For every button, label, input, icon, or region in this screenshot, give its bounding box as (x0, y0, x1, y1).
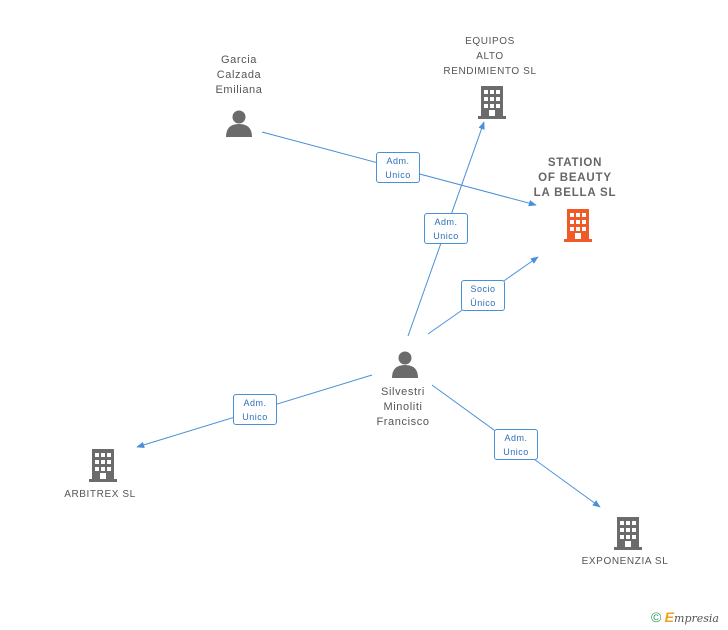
edge-badge-garcia-station[interactable]: Adm. Unico (376, 152, 420, 183)
edge-badge-silvestri-arbitrex[interactable]: Adm. Unico (233, 394, 277, 425)
copyright-symbol: © (651, 609, 662, 625)
building-icon[interactable] (87, 448, 119, 482)
building-icon[interactable] (612, 516, 644, 550)
person-icon[interactable] (224, 108, 254, 138)
label-line: Emiliana (215, 84, 263, 96)
edge-badge-silvestri-exponenzia[interactable]: Adm. Unico (494, 429, 538, 460)
label-line: ARBITREX SL (64, 489, 136, 500)
empresia-logo[interactable]: © Empresia (651, 609, 719, 625)
company-label-equipos[interactable]: EQUIPOS ALTO RENDIMIENTO SL (430, 34, 550, 79)
badge-line: Adm. (504, 433, 528, 443)
label-line: ALTO (476, 51, 504, 62)
company-label-exponenzia[interactable]: EXPONENZIA SL (570, 554, 680, 569)
brand-initial: E (664, 609, 675, 625)
label-line: LA BELLA SL (533, 187, 617, 199)
edge-badge-silvestri-equipos[interactable]: Adm. Unico (424, 213, 468, 244)
brand-name: mpresia (674, 612, 719, 625)
edge-badge-silvestri-station[interactable]: Socio Único (461, 280, 505, 311)
label-line: OF BEAUTY (538, 172, 612, 184)
badge-line: Unico (385, 170, 411, 180)
person-label-silvestri[interactable]: Silvestri Minoliti Francisco (353, 385, 453, 430)
badge-line: Unico (503, 447, 529, 457)
person-icon[interactable] (390, 349, 420, 379)
company-label-arbitrex[interactable]: ARBITREX SL (50, 487, 150, 502)
badge-line: Adm. (386, 156, 410, 166)
label-line: Silvestri (381, 386, 425, 398)
person-label-garcia[interactable]: Garcia Calzada Emiliana (189, 53, 289, 98)
building-icon[interactable] (476, 85, 508, 119)
badge-line: Adm. (243, 398, 267, 408)
label-line: Calzada (216, 69, 262, 81)
building-icon[interactable] (562, 208, 594, 242)
badge-line: Unico (242, 412, 268, 422)
label-line: Francisco (376, 416, 430, 428)
badge-line: Único (470, 298, 496, 308)
label-line: STATION (547, 157, 603, 169)
badge-line: Unico (433, 231, 459, 241)
label-line: EXPONENZIA SL (581, 556, 669, 567)
label-line: EQUIPOS (465, 36, 515, 47)
company-label-station[interactable]: STATION OF BEAUTY LA BELLA SL (515, 156, 635, 201)
badge-line: Socio (470, 284, 496, 294)
label-line: RENDIMIENTO SL (443, 66, 537, 77)
label-line: Minoliti (383, 401, 423, 413)
badge-line: Adm. (434, 217, 458, 227)
label-line: Garcia (221, 54, 257, 66)
